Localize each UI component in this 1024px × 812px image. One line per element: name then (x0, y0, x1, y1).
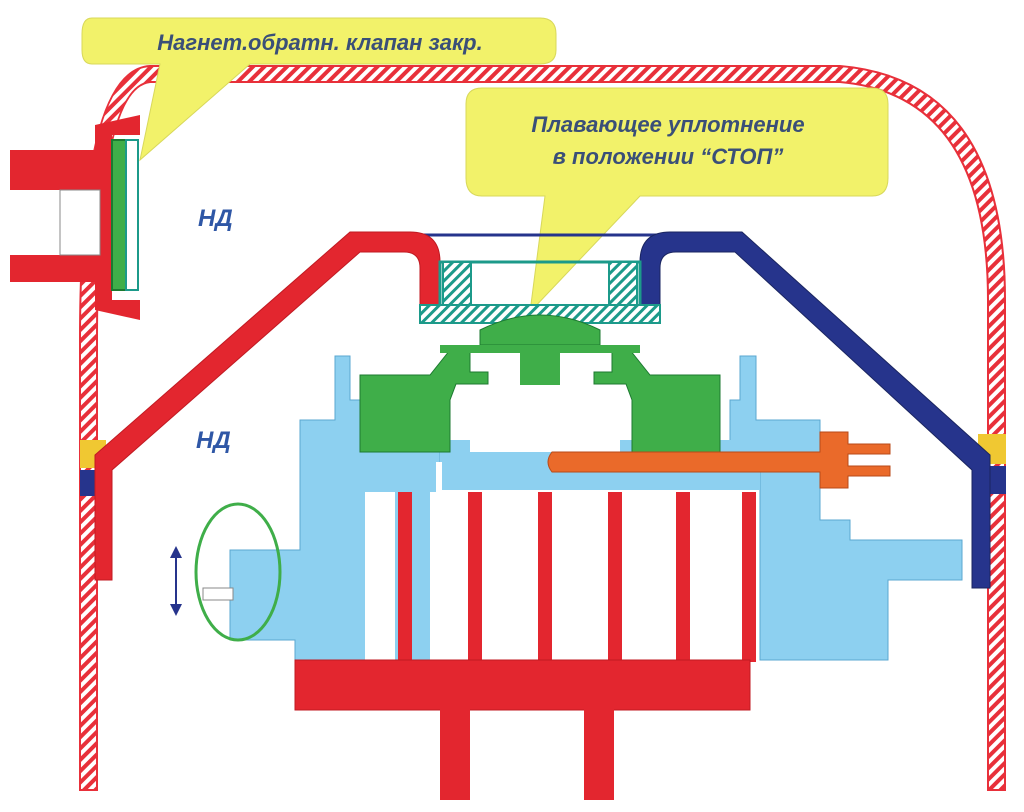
orange-rod (547, 431, 891, 489)
callout-floating-seal: Плавающее уплотнение в положении “СТОП” (465, 87, 889, 314)
callout-discharge-valve: Нагнет.обратн. клапан закр. (81, 17, 557, 162)
compressor-body-pin (436, 462, 442, 492)
scroll-leg-right (584, 708, 614, 800)
double-arrow-vertical-icon (170, 546, 182, 616)
scroll-leg-left (440, 708, 470, 800)
partition-red (94, 231, 441, 581)
motion-pin (202, 587, 234, 601)
zone-label-lower: НД (196, 427, 231, 454)
discharge-port (10, 115, 140, 320)
discharge-valve-plate (111, 139, 127, 291)
seal-top-bar (440, 345, 640, 353)
seal-slot-right (564, 356, 590, 378)
seal-center-void (470, 386, 620, 452)
motion-ellipse (194, 502, 282, 642)
scroll-base (294, 659, 751, 711)
zone-label-upper: НД (198, 205, 233, 232)
partition-blue (639, 231, 991, 589)
outer-shell (79, 65, 1006, 791)
callout-floating-seal-line1: Плавающее уплотнение (531, 112, 804, 137)
callout-floating-seal-line2: в положении “СТОП” (553, 144, 784, 169)
seal-slot-left (490, 356, 516, 378)
callout-discharge-valve-text: Нагнет.обратн. клапан закр. (157, 30, 482, 55)
seal-green-left (359, 349, 489, 453)
scroll-vanes (365, 492, 756, 662)
floating-seal-ring (479, 314, 601, 346)
